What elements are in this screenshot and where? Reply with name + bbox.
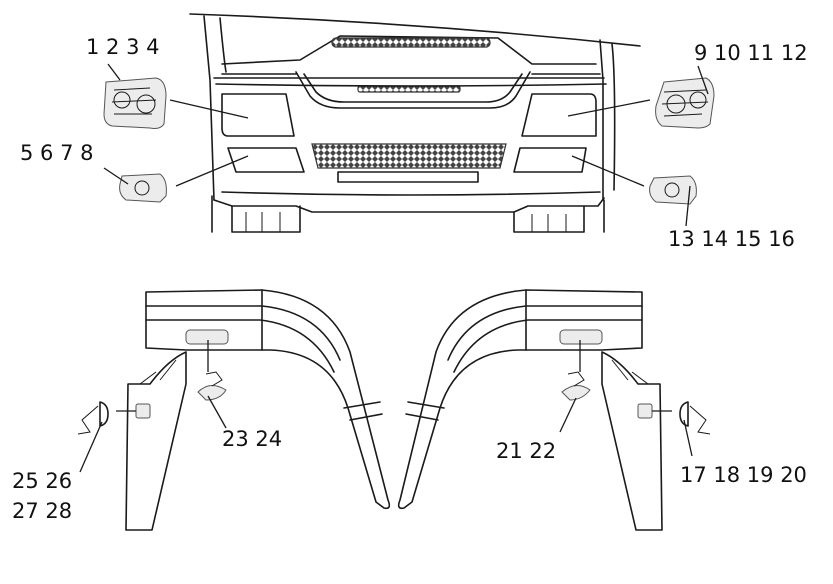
callout-foglamp-left: 5 6 7 8 (20, 141, 93, 165)
right-fender (397, 289, 663, 531)
intake-slot (357, 85, 461, 93)
step-lamp-right (561, 371, 591, 401)
callout-headlamp-right: 9 10 11 12 (694, 41, 808, 65)
side-marker-right (637, 401, 711, 435)
step-lamp-left-housing (185, 329, 229, 345)
leaders-upper (103, 63, 709, 227)
step-lamp-left (197, 371, 227, 401)
callout-sidemarker-right: 17 18 19 20 (680, 463, 807, 487)
side-marker-left (77, 401, 151, 435)
callout-foglamp-right: 13 14 15 16 (668, 227, 795, 251)
foglamp-right (649, 175, 697, 205)
callout-steplamp-left: 23 24 (222, 427, 282, 451)
truck-front (189, 13, 641, 233)
callout-sidemarker-left-1: 25 26 (12, 469, 72, 493)
callout-steplamp-right: 21 22 (496, 439, 556, 463)
callout-headlamp-left: 1 2 3 4 (86, 35, 159, 59)
headlamp-left (103, 77, 167, 129)
foglamp-left (119, 173, 167, 203)
callout-sidemarker-left-2: 27 28 (12, 499, 72, 523)
leaders-lower (79, 340, 693, 473)
lower-grille (311, 143, 507, 169)
step-lamp-right-housing (559, 329, 603, 345)
headlamp-right (655, 77, 715, 129)
left-fender (125, 289, 391, 531)
upper-grille (331, 37, 491, 48)
